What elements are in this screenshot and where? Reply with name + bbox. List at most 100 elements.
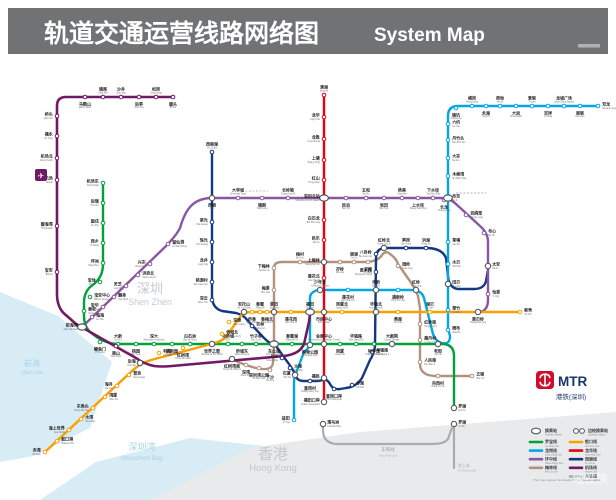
station-dot[interactable] [349,382,355,388]
station-dot-interchange[interactable] [319,420,327,428]
station-dot[interactable] [369,349,375,355]
station-dot[interactable] [113,343,119,349]
station-dot-interchange[interactable] [320,308,328,316]
station-dot[interactable] [415,195,421,201]
station-dot[interactable] [287,365,293,371]
station-dot-interchange[interactable] [136,359,144,367]
station-dot[interactable] [187,341,193,347]
station-dot[interactable] [264,309,270,315]
station-dot[interactable] [469,103,475,109]
station-dot[interactable] [209,149,215,155]
station-dot-interchange[interactable] [443,194,454,202]
station-dot[interactable] [339,309,345,315]
station-dot[interactable] [337,341,343,347]
station-dot[interactable] [257,309,263,315]
station-dot[interactable] [595,103,601,109]
station-dot[interactable] [445,239,451,245]
station-dot[interactable] [427,309,433,315]
station-dot[interactable] [577,103,583,109]
station-dot[interactable] [136,94,142,100]
station-dot[interactable] [435,373,441,379]
station-dot-interchange[interactable] [305,308,316,316]
station-dot-interchange[interactable] [240,308,248,316]
station-dot[interactable] [169,341,175,347]
station-dot[interactable] [89,314,95,320]
station-dot[interactable] [343,195,349,201]
station-dot[interactable] [243,362,249,368]
station-dot[interactable] [54,177,60,183]
station-dot[interactable] [279,355,285,361]
station-dot[interactable] [97,279,103,285]
station-dot[interactable] [545,103,551,109]
station-dot[interactable] [66,427,72,433]
station-dot[interactable] [271,287,277,293]
station-dot[interactable] [321,157,327,163]
station-dot[interactable] [399,195,405,201]
station-dot[interactable] [363,195,369,201]
station-dot[interactable] [483,103,489,109]
station-dot[interactable] [100,180,106,186]
station-dot[interactable] [445,307,451,313]
station-dot[interactable] [529,103,535,109]
station-dot[interactable] [209,239,215,245]
station-dot[interactable] [289,341,295,347]
station-dot[interactable] [239,341,245,347]
station-dot-interchange[interactable] [306,341,314,349]
station-dot[interactable] [54,438,60,444]
station-dot[interactable] [417,337,423,343]
station-dot[interactable] [87,294,93,300]
station-dot-interchange[interactable] [380,244,388,252]
station-dot[interactable] [100,94,106,100]
station-dot-interchange[interactable] [291,371,299,379]
station-dot[interactable] [100,240,106,246]
station-dot[interactable] [156,350,162,356]
station-dot[interactable] [209,219,215,225]
